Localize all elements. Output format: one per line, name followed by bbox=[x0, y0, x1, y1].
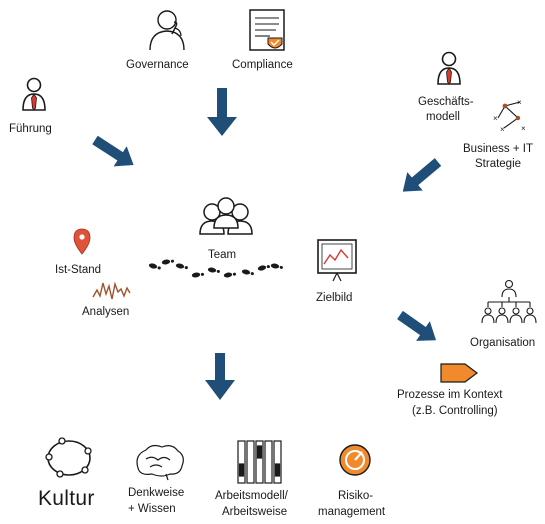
analysis-chart-icon bbox=[92, 281, 131, 300]
arbeitsmodell-label-line1: Arbeitsmodell/ bbox=[215, 490, 288, 502]
svg-text:×: × bbox=[493, 114, 498, 123]
analysen-label: Analysen bbox=[82, 306, 130, 318]
svg-text:×: × bbox=[500, 125, 505, 134]
business-network-icon: × × × × bbox=[493, 98, 526, 134]
zielbild-board-icon bbox=[317, 239, 357, 282]
governance-label: Governance bbox=[126, 59, 189, 71]
prozesse-label-line2: (z.B. Controlling) bbox=[412, 405, 498, 417]
team-group-icon bbox=[199, 197, 253, 235]
binders-icon bbox=[237, 440, 282, 484]
risiko-label-line2: management bbox=[318, 506, 386, 518]
arrow-down-bottom bbox=[205, 353, 235, 400]
brain-icon bbox=[136, 444, 184, 481]
organisation-label: Organisation bbox=[470, 337, 536, 349]
arbeitsmodell-label-line2: Arbeitsweise bbox=[222, 506, 288, 518]
business-it-label-line2: Strategie bbox=[475, 158, 522, 170]
arrow-down-top bbox=[207, 88, 237, 136]
risk-gauge-icon bbox=[339, 444, 371, 476]
ist-stand-label: Ist-Stand bbox=[55, 264, 102, 276]
denkweise-label-line1: Denkweise bbox=[128, 487, 185, 499]
svg-text:×: × bbox=[517, 98, 522, 107]
team-label: Team bbox=[208, 249, 237, 261]
business-it-label-line1: Business + IT bbox=[463, 143, 533, 155]
fuehrung-person-icon bbox=[22, 77, 46, 111]
geschaeftsmodell-person-icon bbox=[437, 51, 461, 85]
kultur-label: Kultur bbox=[38, 487, 95, 510]
organisation-chart-icon bbox=[481, 279, 537, 324]
prozesse-label-line1: Prozesse im Kontext bbox=[397, 389, 503, 401]
risiko-label-line1: Risiko- bbox=[338, 490, 374, 502]
process-arrow-icon bbox=[440, 363, 478, 383]
compliance-label: Compliance bbox=[232, 59, 293, 71]
arrow-strategy-to-center bbox=[402, 158, 442, 192]
compliance-document-icon bbox=[249, 9, 285, 51]
arrow-fuehrung-to-center bbox=[92, 135, 134, 167]
kultur-network-icon bbox=[45, 437, 92, 478]
arrow-zielbild-to-organisation bbox=[397, 310, 437, 341]
zielbild-label: Zielbild bbox=[316, 292, 353, 304]
geschaeftsmodell-label-line2: modell bbox=[426, 111, 460, 123]
denkweise-label-line2: + Wissen bbox=[128, 503, 176, 515]
geschaeftsmodell-label-line1: Geschäfts- bbox=[418, 96, 474, 108]
location-pin-icon bbox=[73, 228, 91, 255]
governance-person-icon bbox=[149, 10, 185, 51]
fuehrung-label: Führung bbox=[9, 123, 52, 135]
svg-text:×: × bbox=[521, 124, 526, 133]
